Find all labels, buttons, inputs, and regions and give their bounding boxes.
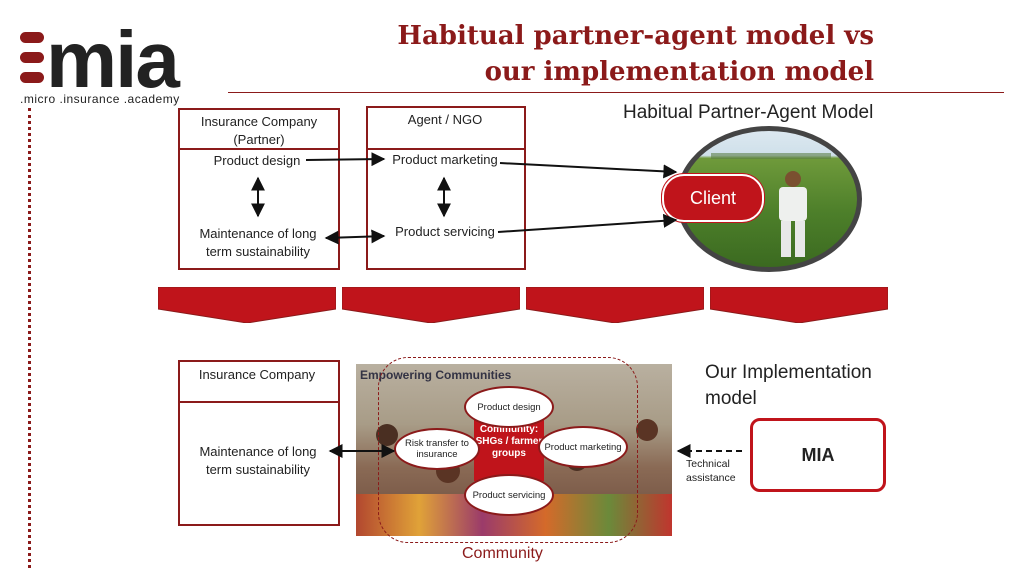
chevron-banner-1	[158, 287, 336, 323]
oval-product-marketing: Product marketing	[538, 426, 628, 468]
page-title: Habitual partner-agent model vs our impl…	[397, 18, 874, 90]
agent-ngo-header: Agent / NGO	[407, 112, 483, 127]
farmer-leg-icon	[781, 221, 791, 257]
implementation-model-heading: Our Implementation model	[705, 362, 872, 409]
title-line-2: our implementation model	[484, 57, 874, 87]
client-badge: Client	[662, 174, 764, 222]
dotted-margin-line	[28, 108, 31, 568]
product-design-label: Product design	[213, 153, 301, 168]
oval-product-design: Product design	[464, 386, 554, 428]
logo-tagline: .micro .insurance .academy	[20, 92, 180, 106]
technical-assistance-label: Technical assistance	[686, 457, 742, 485]
arrow-marketing-to-client	[499, 162, 678, 179]
logo-dot-icon	[20, 52, 44, 63]
chevron-banner-3	[526, 287, 704, 323]
chevron-banner-2	[342, 287, 520, 323]
habitual-model-heading: Habitual Partner-Agent Model	[623, 102, 874, 123]
farmer-head-icon	[785, 171, 801, 187]
product-servicing-label: Product servicing	[395, 224, 495, 239]
technical-assistance-text: Technical assistance	[686, 458, 736, 484]
oval-product-servicing: Product servicing	[464, 474, 554, 516]
arrow-design-to-marketing	[305, 152, 386, 167]
community-label: Community	[462, 545, 543, 562]
sustainability-label-bottom: Maintenance of long term sustainability	[199, 444, 317, 477]
logo-dot-icon	[20, 72, 44, 83]
sustainability-label-top: Maintenance of long term sustainability	[199, 226, 317, 259]
person-icon	[636, 419, 658, 441]
insurer-box-divider	[178, 148, 340, 150]
logo-wordmark: mia	[46, 15, 180, 104]
logo-dot-icon	[20, 32, 44, 43]
farmer-shirt-icon	[779, 187, 807, 221]
community-core-label: Community: SHGs / farmer groups	[475, 424, 543, 459]
chevron-banner-4	[710, 287, 888, 323]
title-line-1: Habitual partner-agent model vs	[397, 21, 874, 51]
arrow-servicing-to-client	[497, 213, 678, 233]
insurer-bottom-box	[178, 360, 340, 526]
mia-box: MIA	[750, 418, 886, 492]
tree-line	[711, 153, 831, 159]
header-rule	[228, 92, 1004, 93]
insurer-bottom-header: Insurance Company	[198, 367, 316, 382]
farmer-leg-icon	[795, 221, 805, 257]
insurer-partner-header: Insurance Company (Partner)	[200, 114, 318, 147]
arrow-sustainability-servicing	[324, 229, 386, 245]
product-marketing-label: Product marketing	[392, 152, 498, 167]
insurer-bottom-divider	[178, 401, 340, 403]
person-icon	[376, 424, 398, 446]
oval-risk-transfer: Risk transfer to insurance	[394, 428, 480, 470]
agent-box-divider	[366, 148, 526, 150]
